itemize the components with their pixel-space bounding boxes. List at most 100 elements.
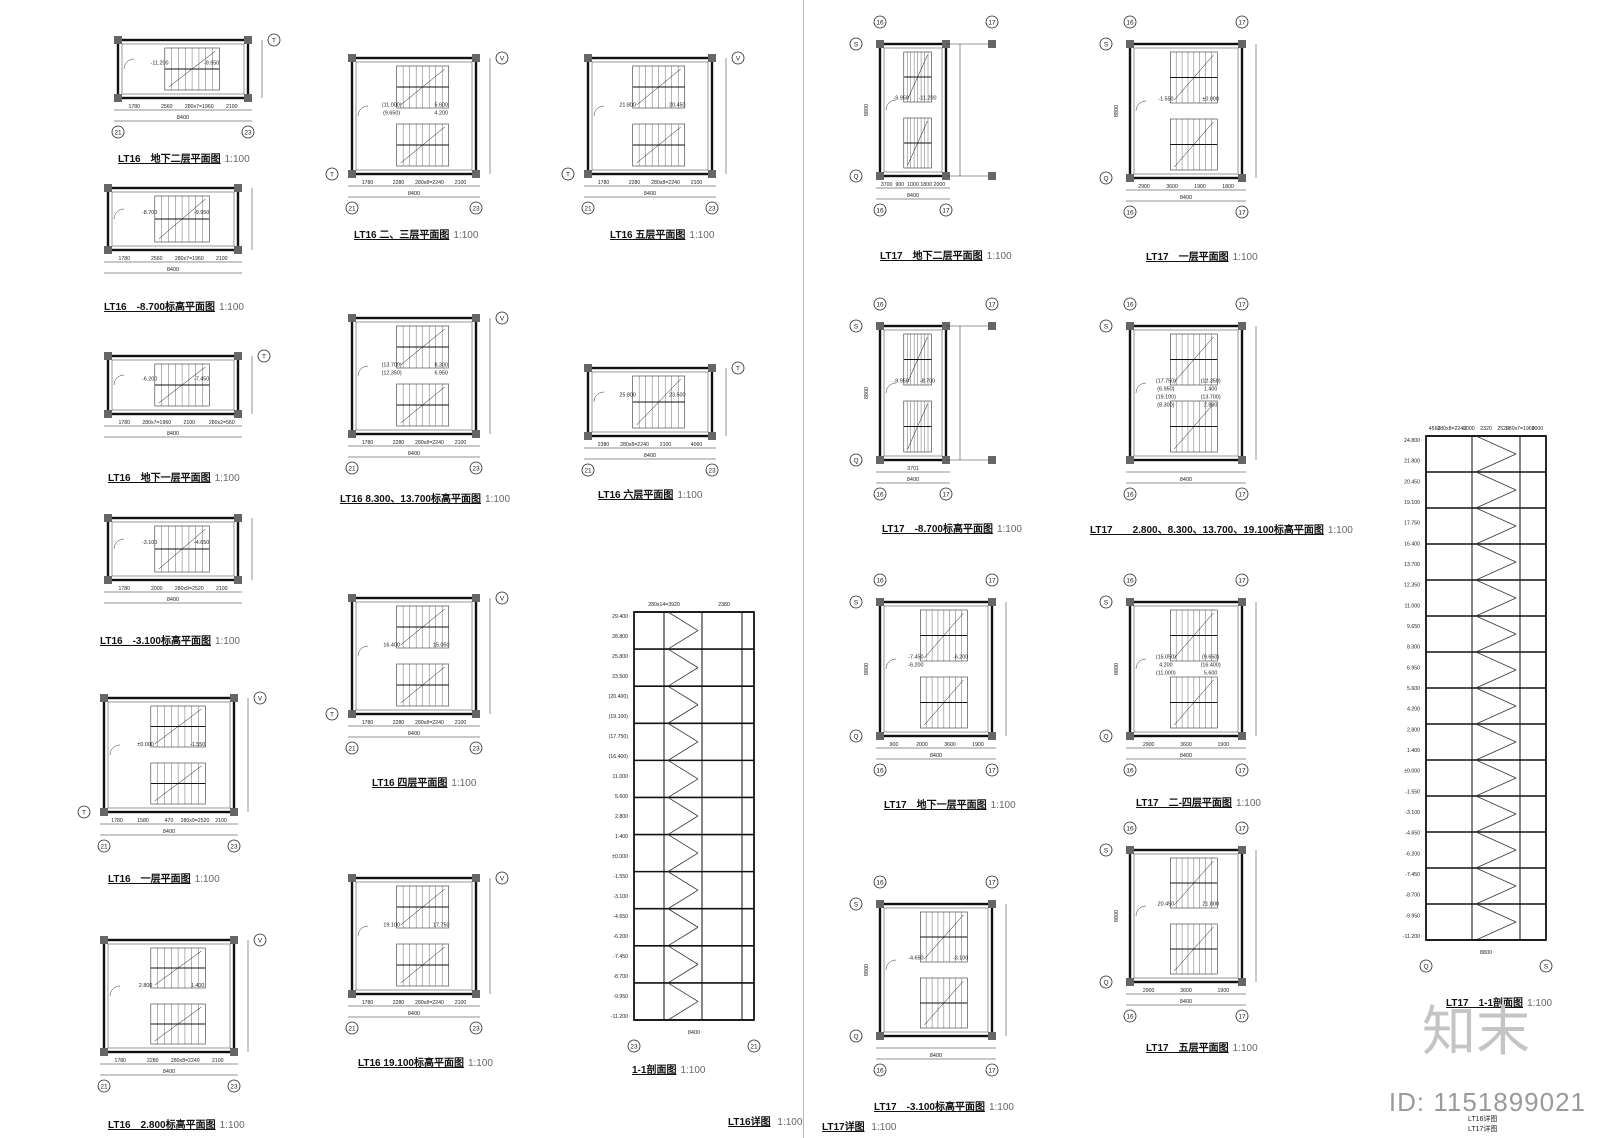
lt17-f1-axis-Q-label: Q — [1103, 175, 1108, 182]
lt16-b2-column-2 — [114, 94, 122, 102]
lt16-p2800-column-2 — [100, 1048, 108, 1056]
lt16-b2-column-1 — [244, 36, 252, 44]
lt16-b2-axis-T-label: T — [272, 37, 276, 44]
lt16-m8700-inner-wall — [111, 191, 235, 247]
lt17-sec-level-19: -4.650 — [1405, 831, 1420, 837]
lt17-b2-axis-17-label: 17 — [942, 207, 950, 214]
lt17-f5-level-0: 20.450 — [1158, 901, 1175, 907]
lt17-b1-axis-S-circle — [849, 595, 863, 609]
lt16-p19100-axis-21-label: 21 — [348, 1025, 356, 1032]
lt16-sec-level-6: (17.750) — [609, 734, 629, 740]
lt17-m8700-dim-total: 8400 — [907, 477, 919, 483]
lt17-f24-level-2: 4.200 — [1159, 662, 1173, 668]
lt16-sec-level-4: (20.400) — [609, 694, 629, 700]
lt17-m3100-column-3 — [988, 1032, 996, 1040]
lt17-b1-dim-total: 8400 — [930, 753, 942, 759]
lt17-sec-axis-a-circle — [1419, 959, 1433, 973]
sheet-footer-2: LT17详图 — [1468, 1126, 1498, 1133]
lt17-b2-axis-17-circle — [939, 203, 953, 217]
lt17-b2-ext-col-a — [988, 40, 996, 48]
lt17-f1-axis-top-a-circle — [1123, 15, 1137, 29]
lt16-f4-dim-total: 8400 — [408, 731, 420, 737]
lt16-p19100-dim-0: 1780 — [362, 1000, 374, 1006]
lt17-b2-axis-top-a-label: 16 — [876, 19, 884, 26]
lt17-p2800-axis-top-a-circle — [1123, 297, 1137, 311]
lt17-m8700-axis-top-a-circle — [873, 297, 887, 311]
lt16-f1-axis-T-circle — [77, 805, 91, 819]
lt17-f5-dim-2: 1900 — [1218, 988, 1230, 994]
lt16-f5-break-line-1 — [636, 126, 681, 164]
lt17-p2800-axis-16-label: 16 — [1126, 491, 1134, 498]
lt17-f24-axis-S-circle — [1099, 595, 1113, 609]
lt17-sec-flight-a-3 — [1475, 561, 1517, 581]
lt16-f5-dim-3: 2100 — [691, 180, 703, 186]
lt17-f5-axis-16-label: 16 — [1126, 1013, 1134, 1020]
lt17-m8700-axis-S-label: S — [854, 323, 859, 330]
lt17-f24-axis-top-b-label: 17 — [1238, 577, 1246, 584]
lt16-f6-break-line-0 — [636, 378, 681, 426]
lt16-f4-level-1: 15.050 — [433, 643, 450, 649]
lt17-b2-axis-S-label: S — [854, 41, 859, 48]
lt16-p19100-break-line-0 — [400, 888, 445, 926]
lt16-f6-dim-0: 2380 — [598, 442, 610, 448]
lt16-f1-break-line-1 — [154, 765, 202, 802]
lt16-b1-dim-3: 280x2=560 — [209, 420, 235, 426]
lt16-b2-column-0 — [114, 36, 122, 44]
lt17-f1-dim-2: 1900 — [1194, 184, 1206, 190]
lt16-p19100-column-2 — [348, 990, 356, 998]
lt16-f4-scale: 1:100 — [451, 778, 477, 789]
lt16-f6-door-swing — [593, 391, 605, 403]
lt16-f23-dim-0: 1780 — [362, 180, 374, 186]
lt17-b2-axis-top-b-label: 17 — [988, 19, 996, 26]
lt16-m3100-title: LT16 -3.100标高平面图 — [100, 636, 211, 647]
lt17-f1-title: LT17 一层平面图 — [1146, 252, 1229, 263]
lt17-b2-axis-16-label: 16 — [876, 207, 884, 214]
lt17-p2800-level-1: (12.350) — [1201, 378, 1221, 384]
lt17-f24-level-3: (16.400) — [1201, 662, 1221, 668]
lt17-sec-level-12: 5.600 — [1407, 686, 1420, 692]
lt16-f4-column-0 — [348, 594, 356, 602]
lt17-sec-flight-b-6 — [1475, 651, 1517, 671]
lt16-f23-column-2 — [348, 170, 356, 178]
lt17-sec-flight-a-7 — [1475, 705, 1517, 725]
lt16-sec-flight-b-7 — [667, 871, 699, 891]
lt17-b1-axis-17-label: 17 — [988, 767, 996, 774]
lt17-m8700-axis-Q-circle — [849, 453, 863, 467]
lt17-p2800-column-2 — [1126, 456, 1134, 464]
lt17-p2800-title: LT17 2.800、8.300、13.700、19.100标高平面图 — [1090, 525, 1324, 536]
lt17-p2800-door-swing — [1135, 382, 1147, 394]
lt16-f6-level-1: 23.500 — [669, 393, 686, 399]
lt17-sec-title: LT17 1-1剖面图 — [1446, 998, 1524, 1009]
lt17-m8700-column-2 — [876, 456, 884, 464]
lt16-b1-column-1 — [234, 352, 242, 360]
lt17-f5-dim-1: 3600 — [1180, 988, 1192, 994]
lt17-m8700-axis-17-label: 17 — [942, 491, 950, 498]
lt17-m3100-level-0: -4.650 — [908, 955, 923, 961]
lt17-f5-axis-top-a-label: 16 — [1126, 825, 1134, 832]
lt16-detail-title: LT16详图 — [728, 1117, 771, 1128]
lt17-sec-flight-a-9 — [1475, 777, 1517, 797]
lt17-b1-dim-depth: 8800 — [864, 663, 870, 675]
lt17-f1-dim-1: 3600 — [1166, 184, 1178, 190]
lt16-f5-column-2 — [584, 170, 592, 178]
lt16-b2-door-swing — [123, 58, 135, 70]
lt17-b2-axis-top-a-circle — [873, 15, 887, 29]
lt17-b1-axis-16-circle — [873, 763, 887, 777]
lt17-b2-axis-S-circle — [849, 37, 863, 51]
lt16-b2-level-1: -9.950 — [204, 60, 219, 66]
lt17-m8700-inner-wall — [883, 329, 943, 457]
lt16-f1-outer-wall — [102, 696, 236, 814]
lt17-f5-dim-0: 2900 — [1143, 988, 1155, 994]
lt17-b1-dim-3: 1900 — [972, 742, 984, 748]
lt16-b1-dim-total: 8400 — [167, 431, 179, 437]
lt17-f24-axis-Q-label: Q — [1103, 733, 1108, 740]
lt16-b1-dim-0: 1780 — [118, 420, 130, 426]
lt16-f23-level-2: (9.650) — [383, 111, 400, 117]
